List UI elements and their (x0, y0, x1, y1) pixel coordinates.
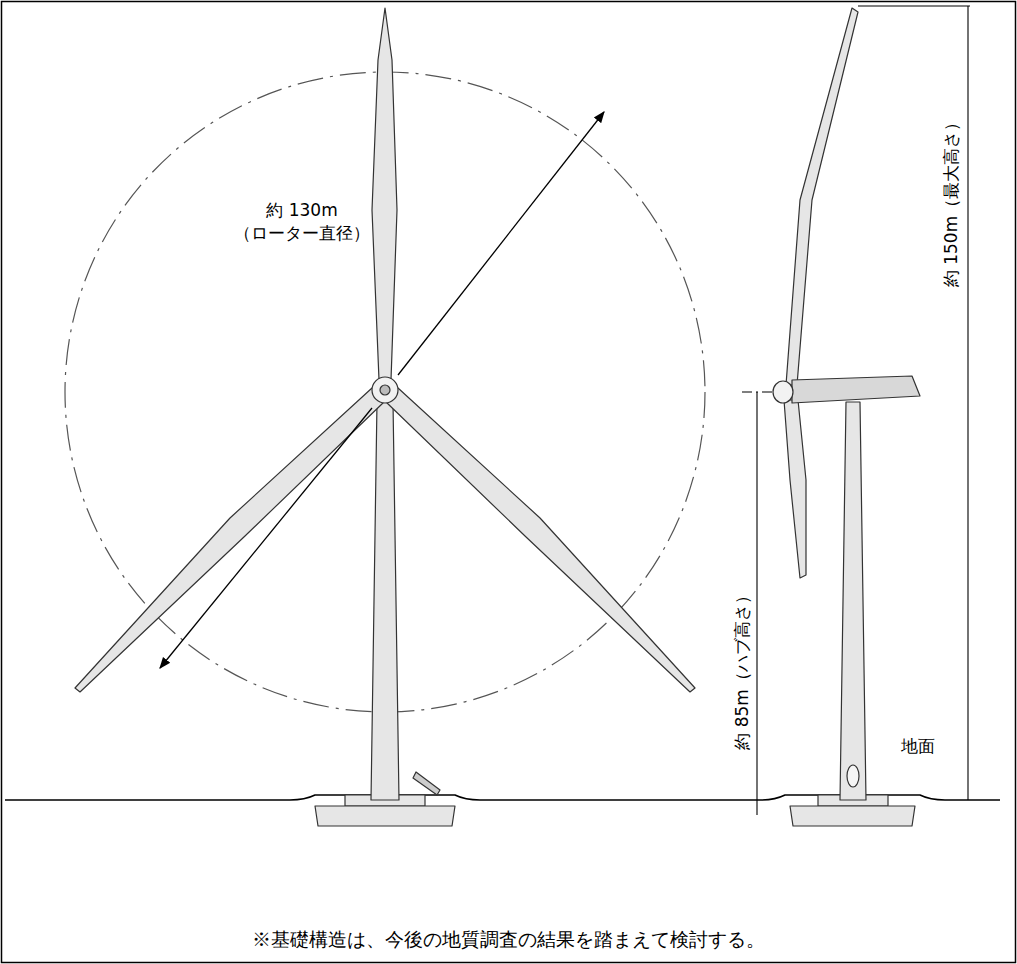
height-dimensions (967, 6, 968, 800)
max-height-label: 約 150m（最大高さ） (941, 110, 964, 289)
side-view-turbine (840, 402, 866, 800)
front-view-turbine (75, 388, 384, 692)
diameter-arrows (160, 112, 604, 668)
front-view-turbine (371, 402, 399, 800)
side-view-turbine (773, 381, 793, 403)
side-view-turbine (792, 376, 920, 403)
side-view-turbine (790, 806, 915, 826)
height-dimensions (858, 5, 970, 6)
front-view-turbine (75, 8, 695, 826)
ground-label: 地面 (898, 735, 938, 758)
side-view-turbine (847, 765, 859, 787)
diameter-arrows (160, 408, 372, 668)
front-view-turbine (386, 388, 695, 692)
front-view-turbine (380, 385, 390, 395)
front-view-turbine (372, 8, 397, 380)
height-dimensions (742, 6, 970, 815)
front-view-turbine (315, 806, 455, 826)
caption-note: ※基礎構造は、今後の地質調査の結果を踏まえて検討する。 (249, 927, 768, 953)
rotor-diameter-label: 約 130m （ローター直径） (224, 199, 380, 245)
side-view-turbine (786, 8, 858, 385)
front-view-turbine (372, 377, 398, 403)
front-view-turbine (413, 772, 440, 795)
side-view-turbine (784, 400, 806, 578)
height-dimensions (756, 392, 757, 815)
side-view-turbine (773, 8, 920, 826)
diameter-arrows (398, 112, 604, 375)
hub-height-label: 約 85m（ハブ高さ） (731, 584, 754, 753)
